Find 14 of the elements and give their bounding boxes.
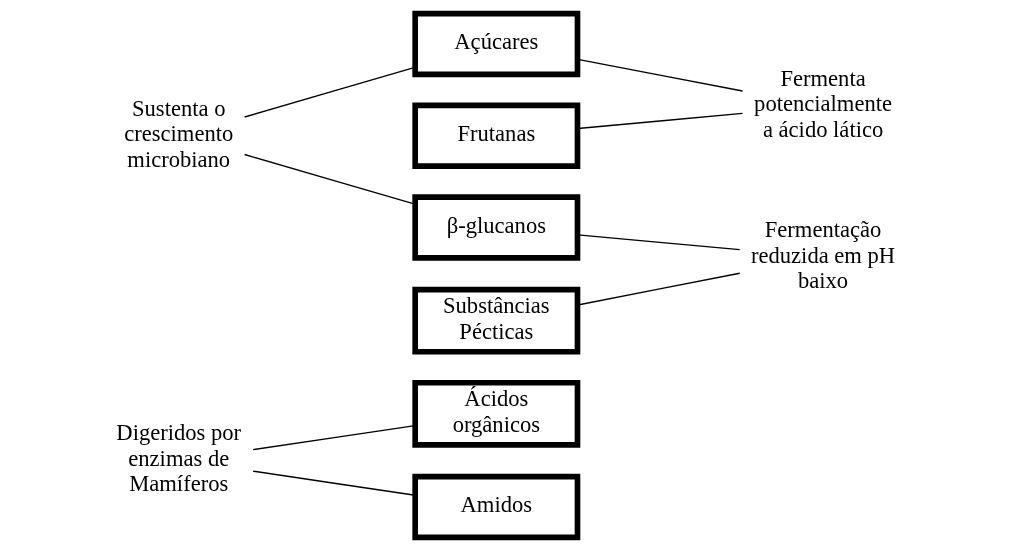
connector [243, 153, 416, 205]
node-box: Substâncias Pécticas [411, 286, 580, 355]
node-text: Fermenta potencialmente a ácido lático [753, 66, 892, 142]
node-box: Amidos [411, 473, 580, 541]
node-box: Frutanas [411, 102, 580, 169]
connector [251, 470, 416, 496]
node-text: Sustenta o crescimento microbiano [123, 95, 233, 172]
connector [251, 424, 416, 451]
node-box: Açúcares [411, 10, 580, 78]
node-text: Fermentação reduzida em pH baixo [750, 217, 895, 293]
connector [243, 66, 416, 118]
node-text: Digeridos por enzimas de Mamíferos [115, 420, 241, 497]
node-box: Ácidos orgânicos [411, 379, 580, 448]
node-box: β-glucanos [411, 194, 580, 261]
